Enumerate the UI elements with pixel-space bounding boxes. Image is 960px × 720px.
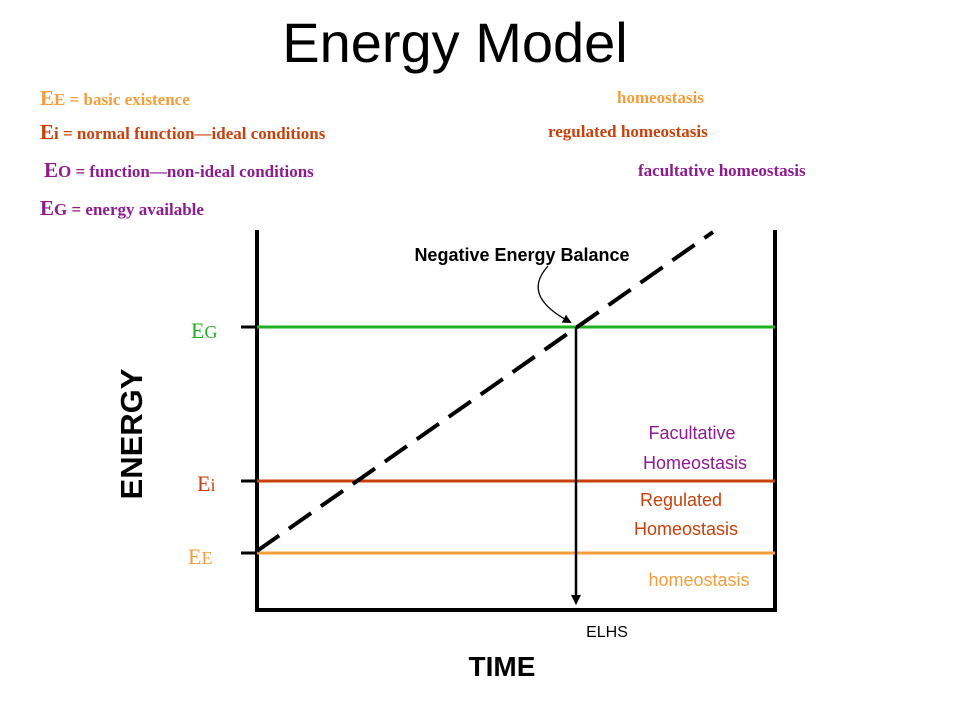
level-label-eg: EG — [191, 318, 217, 343]
callout-arrow — [537, 265, 572, 323]
def-text: = energy available — [71, 200, 204, 219]
term-facultative-homeostasis: facultative homeostasis — [638, 161, 806, 180]
def-symbol: E — [40, 86, 55, 110]
def-subscript: O — [58, 162, 72, 181]
facultative-region-label-line2: Homeostasis — [643, 453, 747, 473]
def-text: = function—non-ideal conditions — [75, 162, 314, 181]
level-label-ei: Ei — [197, 471, 215, 496]
def-text: = normal function—ideal conditions — [63, 124, 326, 143]
def-subscript: G — [54, 200, 68, 219]
def-subscript: i — [54, 124, 59, 143]
negative-energy-balance-label: Negative Energy Balance — [414, 245, 629, 265]
x-axis-label: TIME — [469, 651, 536, 682]
page-title: Energy Model — [282, 11, 628, 74]
term-homeostasis: homeostasis — [617, 88, 704, 107]
def-symbol: E — [44, 158, 59, 182]
def-text: = basic existence — [69, 90, 190, 109]
level-label-ee: EE — [188, 544, 212, 569]
definition-basic-existence: EE = basic existence — [40, 86, 190, 111]
def-symbol: E — [40, 196, 55, 220]
definition-energy-available: EG = energy available — [40, 196, 204, 221]
term-regulated-homeostasis: regulated homeostasis — [548, 122, 708, 141]
regulated-region-label-line1: Regulated — [640, 490, 722, 510]
definition-non-ideal-function: EO = function—non-ideal conditions — [44, 158, 314, 183]
energy-demand-dashed-line — [255, 230, 715, 553]
facultative-region-label-line1: Facultative — [648, 423, 735, 443]
y-axis-label: ENERGY — [114, 368, 149, 499]
homeostasis-region-label: homeostasis — [648, 570, 749, 590]
regulated-region-label-line2: Homeostasis — [634, 519, 738, 539]
def-symbol: E — [40, 120, 55, 144]
def-subscript: E — [54, 90, 66, 109]
definition-normal-function: Ei = normal function—ideal conditions — [40, 120, 325, 145]
elhs-label: ELHS — [586, 624, 628, 641]
